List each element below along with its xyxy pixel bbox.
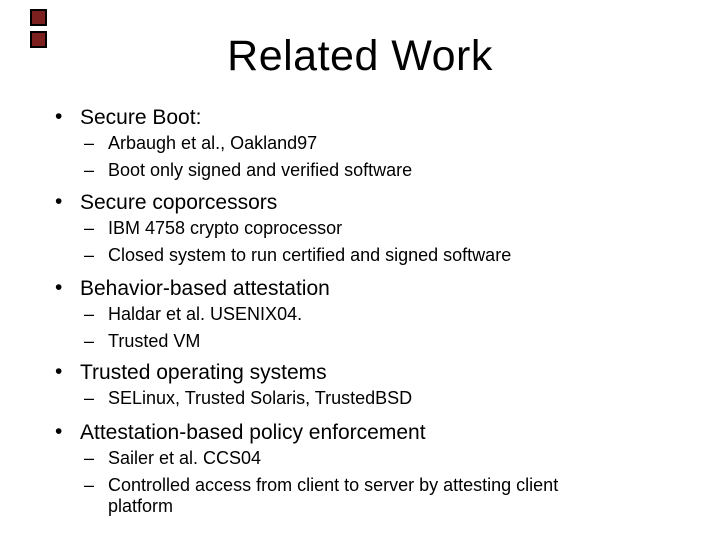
sub-bullet-item: – Trusted VM xyxy=(55,331,615,352)
sub-bullet-text: Sailer et al. CCS04 xyxy=(108,448,262,468)
dash-icon: – xyxy=(84,304,95,324)
bullet-item: • Behavior-based attestation xyxy=(55,276,615,302)
sub-bullet-text: Arbaugh et al., Oakland97 xyxy=(108,133,318,153)
dash-icon: – xyxy=(84,388,95,408)
sub-bullet-item: – Boot only signed and verified software xyxy=(55,160,615,181)
dash-icon: – xyxy=(84,133,95,153)
sub-bullet-item: – Closed system to run certified and sig… xyxy=(55,245,615,266)
bullet-label: Trusted operating systems xyxy=(80,361,327,384)
sub-bullet-text: Closed system to run certified and signe… xyxy=(108,245,512,265)
bullet-icon: • xyxy=(55,105,63,128)
bullet-item: • Secure Boot: xyxy=(55,105,615,131)
bullet-label: Secure coporcessors xyxy=(80,191,278,214)
dash-icon: – xyxy=(84,218,95,238)
dash-icon: – xyxy=(84,160,95,180)
slide-title: Related Work xyxy=(227,32,493,80)
sub-bullet-item: – IBM 4758 crypto coprocessor xyxy=(55,218,615,239)
bullet-label: Secure Boot: xyxy=(80,106,202,129)
bullet-item: • Secure coporcessors xyxy=(55,190,615,216)
corner-square-decoration-top xyxy=(30,9,47,26)
sub-bullet-item: – Arbaugh et al., Oakland97 xyxy=(55,133,615,154)
bullet-icon: • xyxy=(55,360,63,383)
corner-square-decoration-bottom xyxy=(30,31,47,48)
sub-bullet-item: – SELinux, Trusted Solaris, TrustedBSD xyxy=(55,388,615,409)
sub-bullet-text: Controlled access from client to server … xyxy=(108,475,559,516)
sub-bullet-text: IBM 4758 crypto coprocessor xyxy=(108,218,343,238)
bullet-icon: • xyxy=(55,190,63,213)
bullet-item: • Trusted operating systems xyxy=(55,360,615,386)
dash-icon: – xyxy=(84,448,95,468)
bullet-item: • Attestation-based policy enforcement xyxy=(55,420,615,446)
sub-bullet-text: SELinux, Trusted Solaris, TrustedBSD xyxy=(108,388,413,408)
dash-icon: – xyxy=(84,245,95,265)
bullet-section-policy-enforcement: • Attestation-based policy enforcement –… xyxy=(55,420,615,517)
sub-bullet-item: – Controlled access from client to serve… xyxy=(55,475,615,517)
bullet-section-trusted-os: • Trusted operating systems – SELinux, T… xyxy=(55,360,615,409)
bullet-icon: • xyxy=(55,276,63,299)
bullet-label: Attestation-based policy enforcement xyxy=(80,421,426,444)
bullet-label: Behavior-based attestation xyxy=(80,277,330,300)
dash-icon: – xyxy=(84,331,95,351)
sub-bullet-text: Haldar et al. USENIX04. xyxy=(108,304,303,324)
sub-bullet-item: – Sailer et al. CCS04 xyxy=(55,448,615,469)
sub-bullet-text: Boot only signed and verified software xyxy=(108,160,413,180)
bullet-section-secure-boot: • Secure Boot: – Arbaugh et al., Oakland… xyxy=(55,105,615,181)
bullet-icon: • xyxy=(55,420,63,443)
sub-bullet-text: Trusted VM xyxy=(108,331,201,351)
bullet-section-secure-coprocessors: • Secure coporcessors – IBM 4758 crypto … xyxy=(55,190,615,266)
dash-icon: – xyxy=(84,475,95,495)
bullet-section-behavior-attestation: • Behavior-based attestation – Haldar et… xyxy=(55,276,615,352)
sub-bullet-item: – Haldar et al. USENIX04. xyxy=(55,304,615,325)
